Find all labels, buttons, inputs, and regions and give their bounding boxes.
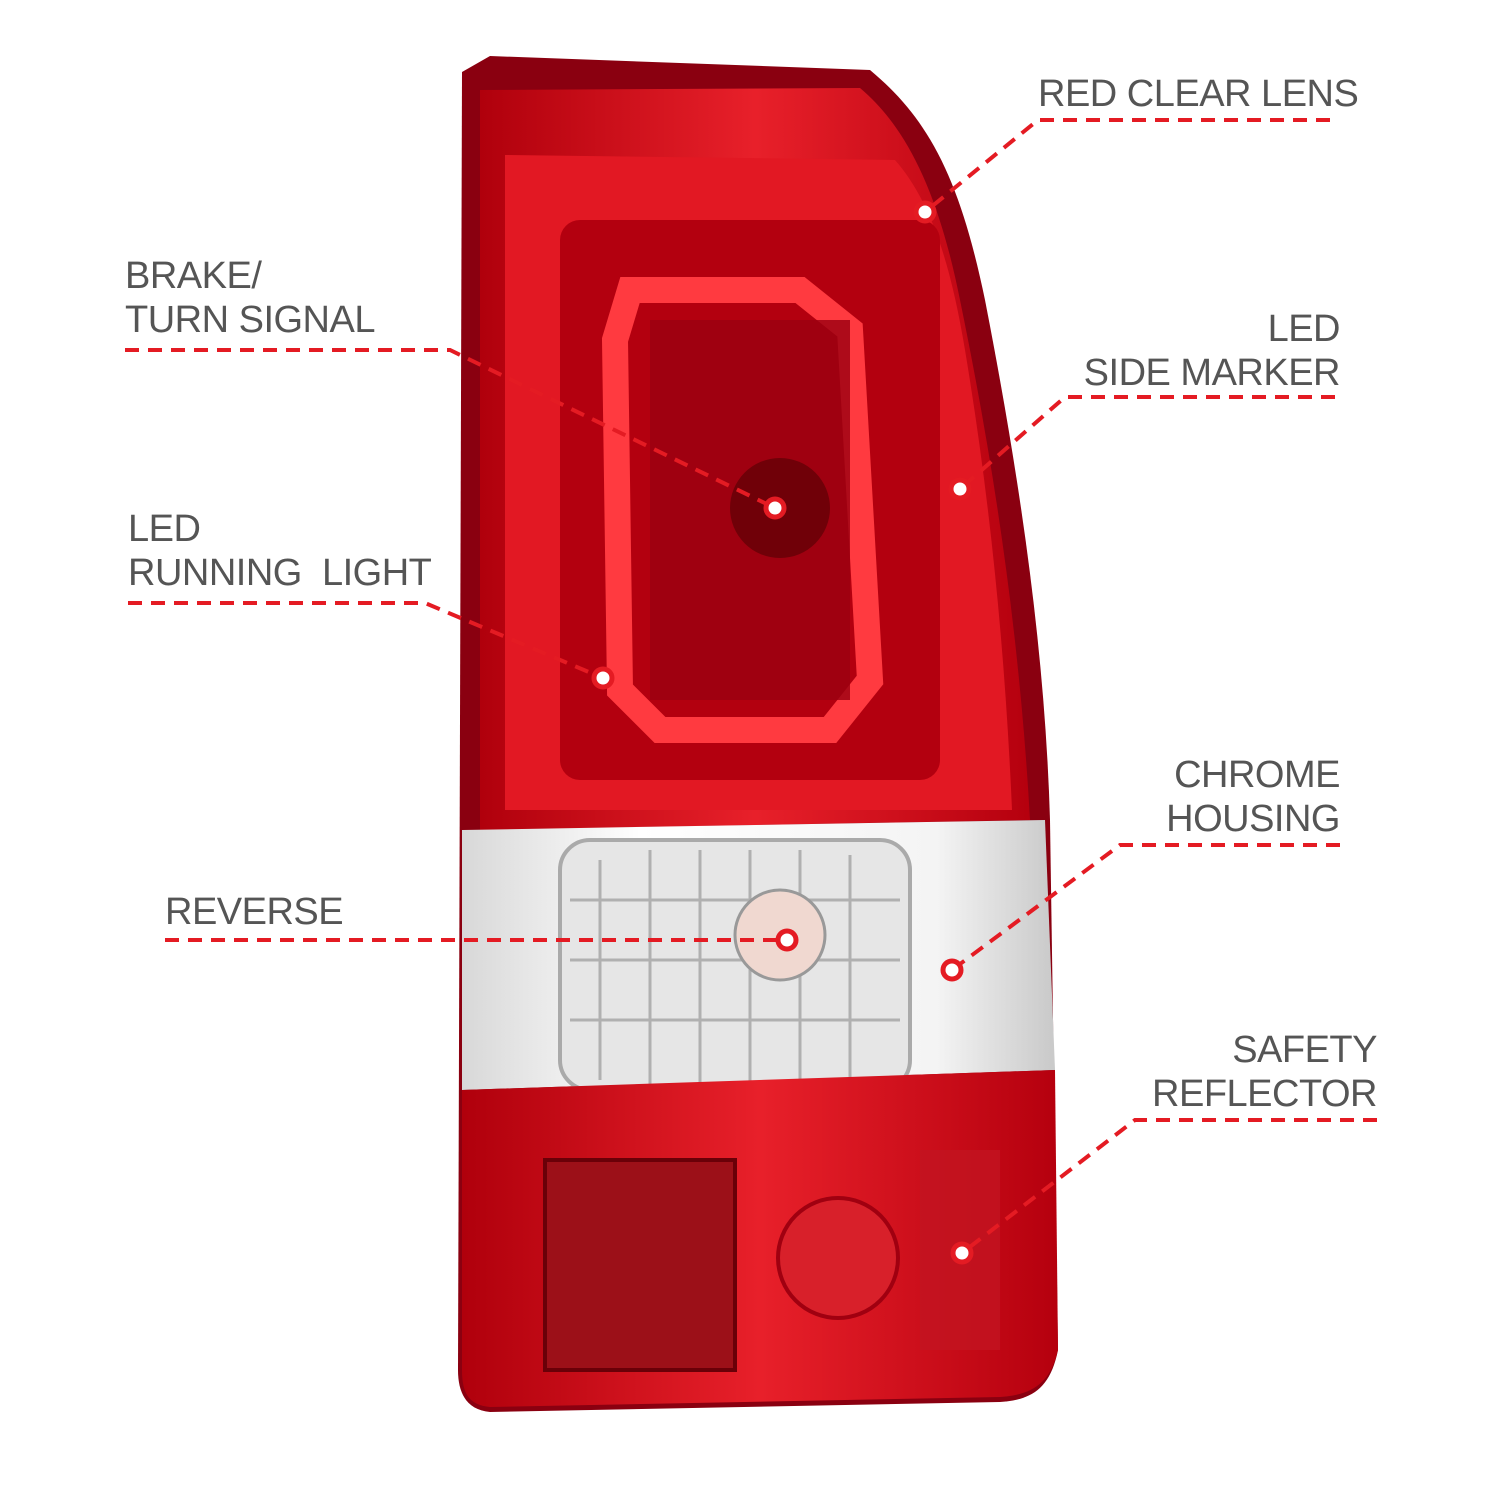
- dot-red-clear-lens: [913, 200, 937, 224]
- dot-reverse: [775, 928, 799, 952]
- callout-lines: [125, 118, 1377, 1255]
- led-light-bar: [601, 277, 884, 743]
- reflector-circle: [776, 1196, 900, 1320]
- label-line: BRAKE/: [125, 255, 262, 297]
- label-line: LED: [1267, 308, 1341, 350]
- dot-brake-turn: [763, 496, 787, 520]
- dot-chrome-housing: [940, 958, 964, 982]
- dot-side-marker: [948, 477, 972, 501]
- dot-running-light: [591, 666, 615, 690]
- label-line: LED: [128, 508, 201, 550]
- label-line: TURN SIGNAL: [125, 299, 375, 341]
- label-line: SIDE MARKER: [1083, 352, 1341, 394]
- label-line: RED CLEAR LENS: [1038, 73, 1359, 115]
- label-red-clear-lens: RED CLEAR LENS: [1038, 72, 1359, 116]
- label-line: REVERSE: [165, 891, 344, 933]
- label-line: SAFETY: [1232, 1029, 1377, 1071]
- label-brake-turn-signal: BRAKE/TURN SIGNAL: [125, 254, 375, 342]
- label-line: HOUSING: [1166, 798, 1340, 840]
- label-line: CHROME: [1174, 754, 1340, 796]
- label-line: REFLECTOR: [1152, 1073, 1377, 1115]
- callout-dots: [591, 200, 974, 1265]
- safety-reflector-square: [543, 1158, 737, 1372]
- label-reverse: REVERSE: [165, 890, 344, 934]
- reverse-reflector: [558, 838, 912, 1092]
- dot-safety-reflector: [950, 1241, 974, 1265]
- label-line: RUNNING LIGHT: [128, 552, 432, 594]
